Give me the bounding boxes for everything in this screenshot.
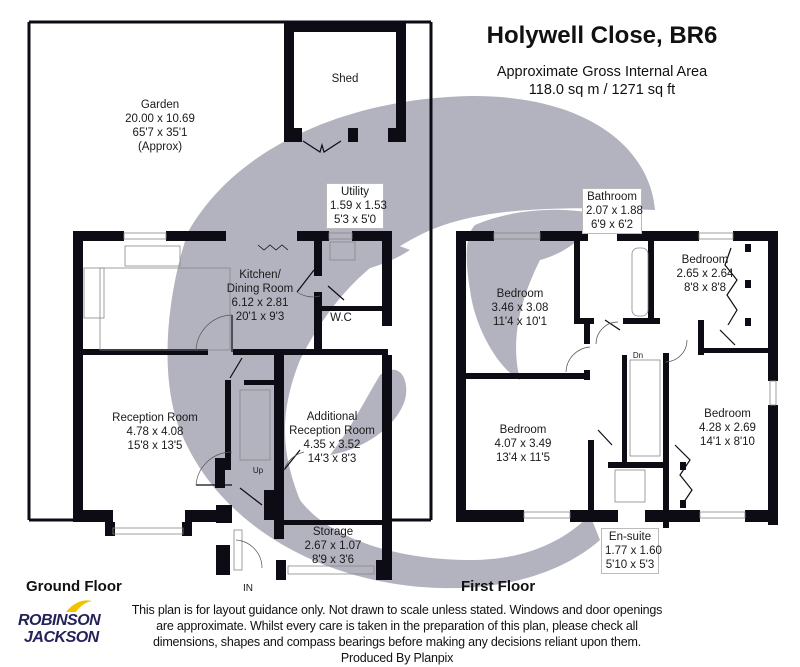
- room-label-bedroom-3: Bedroom 4.07 x 3.49 13'4 x 11'5: [494, 424, 552, 464]
- room-label-utility: Utility 1.59 x 1.53 5'3 x 5'0: [326, 183, 387, 229]
- room-label-wc: W.C: [330, 312, 352, 324]
- ground-floor-walls: [73, 231, 392, 580]
- room-label-en-suite: En-suite 1.77 x 1.60 5'10 x 5'3: [601, 528, 662, 574]
- room-label-bedroom-4: Bedroom 4.28 x 2.69 14'1 x 8'10: [699, 408, 756, 448]
- first-floor-walls: [456, 231, 778, 528]
- ground-floor-title: Ground Floor: [26, 578, 122, 595]
- room-label-bedroom-1: Bedroom 3.46 x 3.08 11'4 x 10'1: [491, 288, 549, 328]
- room-label-reception: Reception Room 4.78 x 4.08 15'8 x 13'5: [112, 412, 198, 452]
- first-floor-title: First Floor: [461, 578, 536, 595]
- entrance-label: IN: [243, 583, 253, 594]
- agent-logo: ROBINSON JACKSON: [18, 598, 104, 650]
- room-label-bathroom: Bathroom 2.07 x 1.88 6'9 x 6'2: [582, 188, 643, 234]
- room-label-additional-reception: Additional Reception Room 4.35 x 3.52 14…: [289, 411, 375, 465]
- area-summary: Approximate Gross Internal Area 118.0 sq…: [496, 64, 708, 98]
- disclaimer-text: This plan is for layout guidance only. N…: [131, 603, 663, 665]
- room-label-shed: Shed: [331, 73, 359, 85]
- room-label-garden: Garden 20.00 x 10.69 65'7 x 35'1 (Approx…: [125, 99, 195, 153]
- stairs-up-label: Up: [252, 466, 264, 475]
- stairs-down-label: Dn: [632, 351, 644, 360]
- room-label-storage: Storage 2.67 x 1.07 8'9 x 3'6: [304, 526, 362, 566]
- room-label-kitchen: Kitchen/ Dining Room 6.12 x 2.81 20'1 x …: [226, 269, 294, 323]
- swoosh-icon: [66, 600, 92, 612]
- room-label-bedroom-2: Bedroom 2.65 x 2.64 8'8 x 8'8: [676, 254, 734, 294]
- property-title: Holywell Close, BR6: [486, 22, 718, 49]
- shed-walls: [284, 22, 406, 142]
